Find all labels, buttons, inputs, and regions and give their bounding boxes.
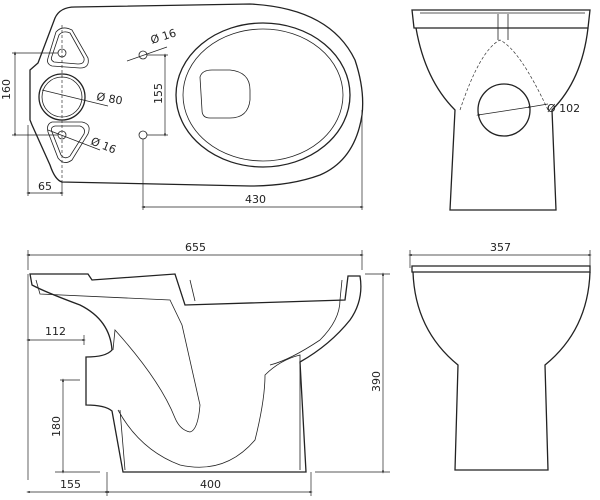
fixing-hole-bottom bbox=[138, 130, 148, 140]
dim-155-bottom: 155 bbox=[60, 478, 81, 491]
fixing-hole-top bbox=[138, 50, 148, 60]
dim-357: 357 bbox=[490, 241, 511, 254]
dim-d16-top: Ø 16 bbox=[149, 26, 178, 46]
end-view-rim bbox=[411, 265, 591, 273]
dim-d80: Ø 80 bbox=[95, 90, 123, 107]
side-section: 655 112 180 390 155 400 bbox=[26, 241, 390, 496]
side-section-outline bbox=[29, 273, 362, 473]
dim-160: 160 bbox=[0, 79, 13, 100]
seat-rim-inner bbox=[182, 28, 344, 162]
bowl-opening bbox=[199, 69, 251, 119]
dim-d102: Ø 102 bbox=[547, 102, 580, 115]
front-outlet bbox=[477, 83, 531, 137]
end-view: 357 bbox=[408, 241, 592, 471]
dim-430: 430 bbox=[245, 193, 266, 206]
dim-155-top: 155 bbox=[152, 83, 165, 104]
dim-d16-bottom: Ø 16 bbox=[89, 135, 118, 157]
top-view: 160 65 Ø 16 Ø 80 Ø 16 155 430 bbox=[0, 3, 364, 210]
dim-400: 400 bbox=[200, 478, 221, 491]
end-view-body bbox=[412, 271, 591, 471]
dim-390: 390 bbox=[370, 371, 383, 392]
fixing-lug-top bbox=[47, 27, 89, 69]
dim-180: 180 bbox=[50, 416, 63, 437]
dim-65: 65 bbox=[38, 180, 52, 193]
top-view-outline bbox=[29, 3, 364, 187]
front-view: Ø 102 bbox=[411, 9, 591, 211]
front-view-body bbox=[415, 27, 589, 211]
seat-rim-outer bbox=[175, 22, 351, 168]
dim-655: 655 bbox=[185, 241, 206, 254]
fixing-lug-bottom bbox=[47, 121, 90, 163]
dim-112: 112 bbox=[45, 325, 66, 338]
